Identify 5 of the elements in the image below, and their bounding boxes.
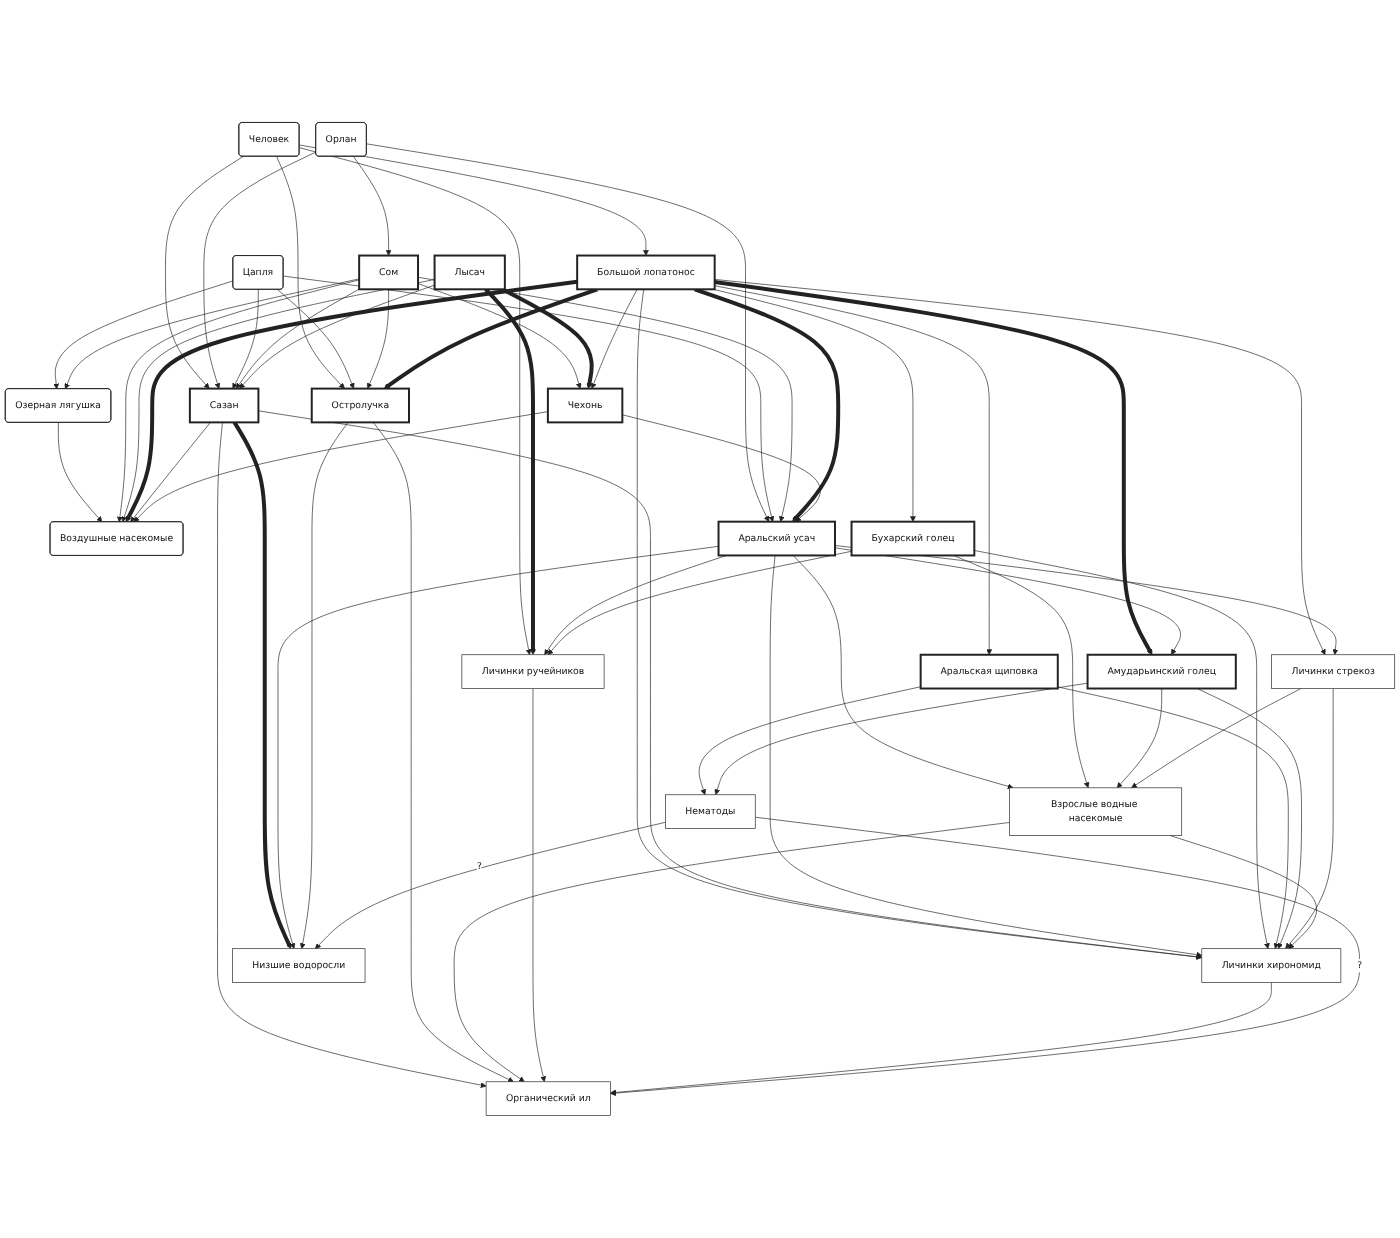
arrow (383, 287, 598, 389)
arrow (484, 287, 536, 655)
arrow (694, 287, 841, 522)
arrow (501, 287, 594, 389)
arrow (232, 421, 292, 949)
